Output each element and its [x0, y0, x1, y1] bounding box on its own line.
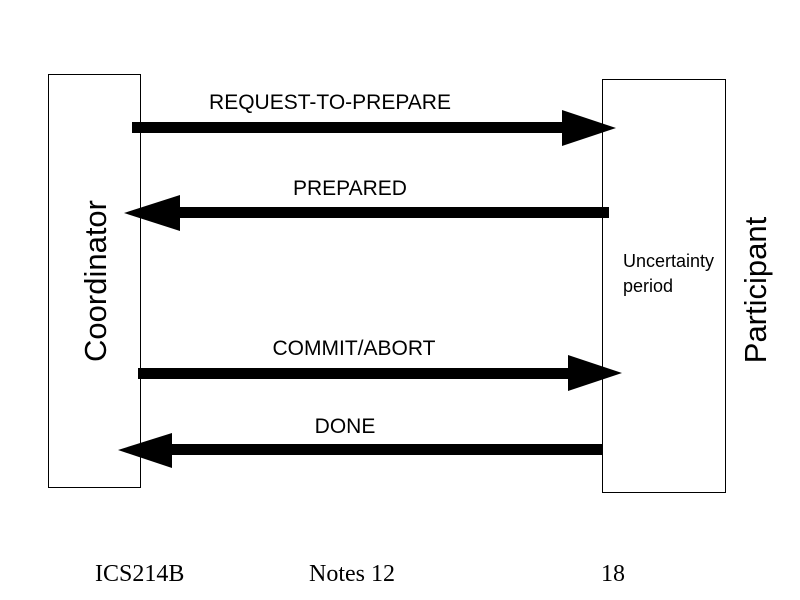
message-arrow-prepared — [124, 195, 609, 231]
footer-page-number: 18 — [601, 561, 625, 587]
message-label-commit-abort: COMMIT/ABORT — [273, 337, 436, 360]
message-label-prepared: PREPARED — [293, 177, 407, 200]
coordinator-box — [48, 74, 141, 488]
arrow-head-left — [124, 195, 180, 231]
arrow-head-left — [118, 433, 172, 468]
footer-course: ICS214B — [95, 561, 185, 587]
message-label-done: DONE — [315, 415, 376, 438]
message-label-request-to-prepare: REQUEST-TO-PREPARE — [209, 91, 451, 114]
uncertainty-note-line1: Uncertainty — [623, 251, 714, 271]
footer-notes: Notes 12 — [309, 561, 395, 587]
arrow-shaft — [132, 122, 564, 133]
coordinator-label: Coordinator — [78, 200, 113, 362]
arrow-shaft — [138, 368, 570, 379]
message-arrow-done — [118, 433, 603, 468]
message-arrow-request-to-prepare — [132, 110, 616, 146]
participant-box — [602, 79, 726, 493]
message-arrow-commit-abort — [138, 355, 622, 391]
arrow-shaft — [170, 444, 603, 455]
participant-label: Participant — [738, 216, 773, 363]
arrow-head-right — [562, 110, 616, 146]
arrow-head-right — [568, 355, 622, 391]
uncertainty-note-line2: period — [623, 276, 673, 296]
arrow-shaft — [178, 207, 609, 218]
